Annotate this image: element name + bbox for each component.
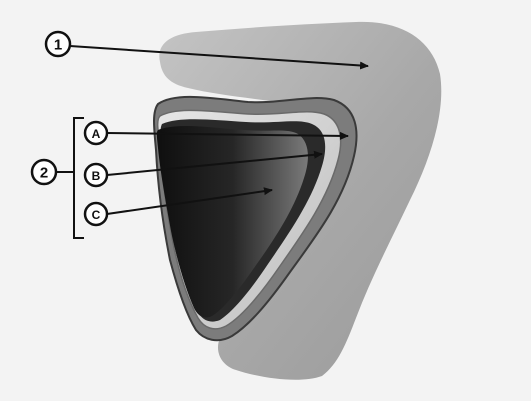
callout-label-2: 2	[40, 165, 48, 182]
callout-label-a: A	[92, 127, 101, 141]
callout-label-c: C	[92, 208, 101, 222]
bracket-2	[74, 118, 84, 238]
callout-label-b: B	[92, 169, 101, 183]
callout-label-1: 1	[54, 37, 62, 54]
